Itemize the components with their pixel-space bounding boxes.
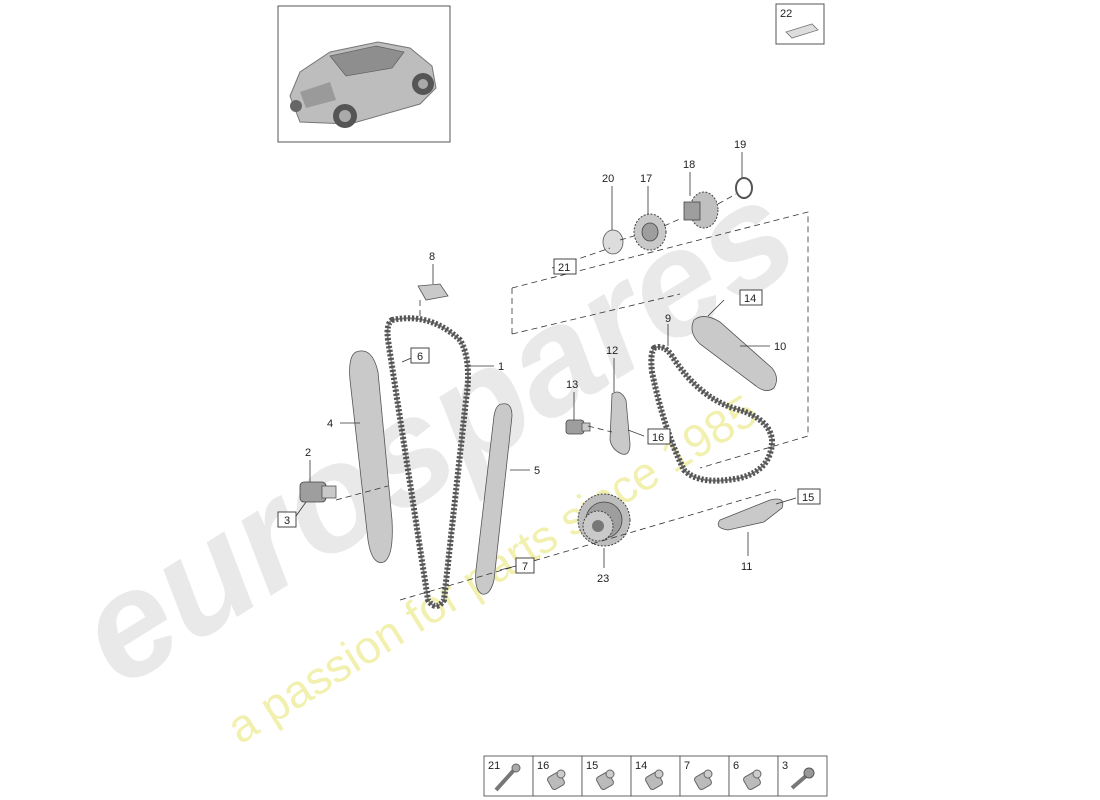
timing-chain-secondary <box>648 344 775 484</box>
callout-10: 10 <box>774 341 786 353</box>
o-ring <box>735 177 753 199</box>
tensioner-rail <box>349 350 393 563</box>
guide-pin-icon <box>743 769 762 790</box>
callout-18: 18 <box>683 159 695 171</box>
suv-image <box>289 41 437 128</box>
drive-sprocket <box>683 191 719 229</box>
secondary-guide <box>609 391 631 455</box>
guide-rail <box>475 403 513 595</box>
assembly-frame <box>511 211 809 469</box>
fastener-cell: 7 <box>679 755 730 797</box>
item-22-box: 22 <box>775 3 825 45</box>
boxed-callout-16: 16 <box>652 432 664 444</box>
short-bolt-icon <box>790 767 815 790</box>
watermark: eurospares a passion for parts since 198… <box>48 146 823 753</box>
fastener-label: 6 <box>733 760 739 772</box>
fastener-label: 3 <box>782 760 788 772</box>
fastener-label: 16 <box>537 760 549 772</box>
grease-tube-icon <box>785 23 819 39</box>
guide-pin-icon <box>645 769 664 790</box>
fastener-table: 21 16 15 14 7 6 3 <box>483 755 828 797</box>
fastener-cell: 15 <box>581 755 632 797</box>
guide-pin-icon <box>596 769 615 790</box>
callout-20: 20 <box>602 173 614 185</box>
chain-tensioner <box>299 481 337 503</box>
fastener-label: 21 <box>488 760 500 772</box>
lower-secondary-rail <box>717 498 784 531</box>
fastener-cell: 3 <box>777 755 828 797</box>
callout-11: 11 <box>741 561 752 573</box>
boxed-callout-3: 3 <box>284 515 290 527</box>
upper-guide <box>417 283 449 301</box>
callout-19: 19 <box>734 139 746 151</box>
boxed-callout-14: 14 <box>744 293 756 305</box>
fastener-label: 14 <box>635 760 647 772</box>
boxed-callouts: 6 3 7 21 14 16 15 <box>277 258 821 574</box>
callout-5: 5 <box>534 465 540 477</box>
callout-13: 13 <box>566 379 578 391</box>
guide-pin-icon <box>547 769 566 790</box>
callout-17: 17 <box>640 173 652 185</box>
secondary-tensioner <box>565 419 591 435</box>
callout-9: 9 <box>665 313 671 325</box>
crankshaft-sprocket <box>577 493 631 547</box>
fastener-cell: 14 <box>630 755 681 797</box>
callout-8: 8 <box>429 251 435 263</box>
vehicle-thumbnail <box>277 5 451 143</box>
callout-4: 4 <box>327 418 333 430</box>
timing-chain-primary <box>384 315 471 609</box>
fastener-label: 15 <box>586 760 598 772</box>
callout-numbers: 8 1 4 2 5 20 17 18 19 12 9 10 13 11 23 <box>305 139 786 585</box>
fastener-label: 7 <box>684 760 690 772</box>
guide-pin-icon <box>694 769 713 790</box>
fastener-cell: 6 <box>728 755 779 797</box>
fastener-cell: 16 <box>532 755 583 797</box>
leader-lines <box>295 152 797 601</box>
callout-22: 22 <box>780 8 792 20</box>
secondary-tensioner-rail <box>691 316 777 391</box>
fastener-cell: 21 <box>483 755 534 797</box>
callout-12: 12 <box>606 345 618 357</box>
callout-2: 2 <box>305 447 311 459</box>
boxed-callout-15: 15 <box>802 492 814 504</box>
callout-23: 23 <box>597 573 609 585</box>
boxed-callout-21: 21 <box>558 262 570 274</box>
boxed-callout-6: 6 <box>417 351 423 363</box>
camshaft-gear <box>633 213 667 251</box>
callout-1: 1 <box>498 361 504 373</box>
boxed-callout-7: 7 <box>522 561 528 573</box>
thrust-washer <box>602 229 624 255</box>
long-bolt-icon <box>494 763 521 792</box>
